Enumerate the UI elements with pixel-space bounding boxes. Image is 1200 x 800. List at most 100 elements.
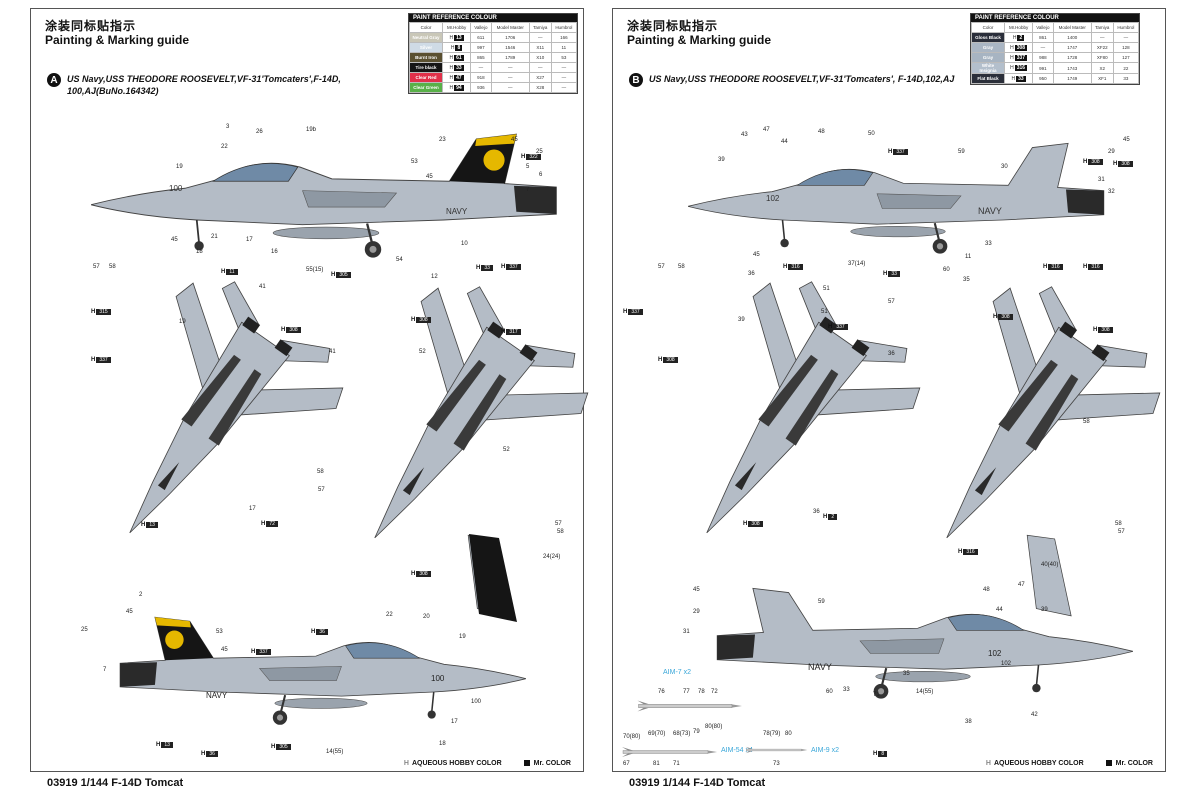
part-callout-number: 41 [259, 284, 266, 290]
part-callout-number: 58 [678, 264, 685, 270]
part-callout-number: 2 [139, 592, 143, 598]
part-callout-number: 36 [748, 271, 755, 277]
missile-part-number: 72 [711, 689, 718, 695]
color-name-cell: Clear Red [409, 72, 443, 83]
humbrol-cell: 22 [1112, 62, 1140, 74]
part-callout-number: 58 [109, 264, 116, 270]
part-callout-number: 32 [1108, 189, 1115, 195]
title-chinese: 涂装同标贴指示 [627, 19, 719, 33]
part-callout-number: 6 [539, 172, 543, 178]
missile-part-number: 77 [683, 689, 690, 695]
tail-fin-view [459, 534, 517, 622]
header-cell: Mr.Hobby [441, 22, 472, 33]
humbrol-cell: — [550, 82, 578, 93]
modex-marking: 102 [766, 194, 780, 203]
humbrol-cell: 33 [1112, 73, 1140, 84]
part-callout-number: 58 [317, 469, 324, 475]
missile-part-number: 76 [658, 689, 665, 695]
part-callout-number: 12 [431, 274, 438, 280]
part-callout-number: 57 [93, 264, 100, 270]
part-callout-number: 45 [426, 174, 433, 180]
part-callout-number: 40(40) [1041, 562, 1059, 568]
header-cell: Tamiya [528, 22, 552, 33]
vallejo-cell: 918 [470, 72, 492, 83]
header-cell: Color [971, 22, 1005, 33]
part-callout-number: 53 [411, 159, 418, 165]
part-callout-number: 42 [1031, 712, 1038, 718]
kit-footer: 03919 1/144 F-14D Tomcat [47, 777, 184, 789]
missile-part-number: 80 [785, 731, 792, 737]
model-master-cell: 1743 [1052, 62, 1092, 74]
side-view-left-profile: 100 NAVY [91, 129, 561, 264]
part-callout-number: 19 [459, 634, 466, 640]
scheme-heading: B US Navy,USS THEODORE ROOSEVELT,VF-31'T… [629, 73, 959, 87]
model-master-cell: 1728 [1052, 52, 1092, 63]
color-name-cell: Tire black [409, 62, 443, 73]
part-callout-number: 31 [1098, 177, 1105, 183]
part-callout-number: 59 [958, 149, 965, 155]
kit-footer: 03919 1/144 F-14D Tomcat [629, 777, 766, 789]
missile-part-number: 79 [693, 729, 700, 735]
tamiya-cell: XF80 [1090, 52, 1114, 63]
part-callout-number: 5 [526, 164, 530, 170]
humbrol-cell: — [1112, 32, 1140, 43]
part-callout-number: 23 [439, 137, 446, 143]
humbrol-cell: 166 [550, 32, 578, 43]
part-callout-number: 47 [1018, 582, 1025, 588]
color-name-cell: Gloss Black [971, 32, 1005, 43]
navy-marking: NAVY [978, 206, 1002, 216]
vallejo-cell: 861 [1032, 32, 1054, 43]
part-callout-number: 19 [179, 319, 186, 325]
part-callout-number: 52 [419, 349, 426, 355]
tamiya-cell: — [528, 32, 552, 43]
tamiya-cell: X28 [528, 82, 552, 93]
part-callout-number: 51 [823, 286, 830, 292]
part-callout-number: 100 [471, 699, 482, 705]
part-callout-number: 55(15) [306, 267, 324, 273]
part-callout-number: 37(14) [848, 261, 866, 267]
part-callout-number: 10 [461, 241, 468, 247]
missile-part-number: 73 [773, 761, 780, 767]
missile-part-number: 78 [698, 689, 705, 695]
missile-part-number: 70(80) [623, 734, 641, 740]
missile-part-number: 78(79) [763, 731, 781, 737]
title-chinese: 涂装同标贴指示 [45, 19, 137, 33]
model-master-cell: 1747 [1052, 42, 1092, 53]
part-callout-number: 24(24) [543, 554, 561, 560]
vallejo-cell: 991 [1032, 62, 1054, 74]
part-callout-number: 36 [888, 351, 895, 357]
model-master-cell: 1706 [490, 32, 530, 43]
part-callout-number: 19b [306, 127, 317, 133]
color-name-cell: Clear Green [409, 82, 443, 93]
vallejo-cell: 936 [470, 82, 492, 93]
header-cell: Model Master [1052, 22, 1092, 33]
paint-table-title: PAINT REFERENCE COLOUR [971, 14, 1139, 22]
part-callout-number: 41 [329, 349, 336, 355]
part-callout-number: 58 [1083, 419, 1090, 425]
paint-reference-table: PAINT REFERENCE COLOUR Color Mr.Hobby Va… [408, 13, 578, 94]
